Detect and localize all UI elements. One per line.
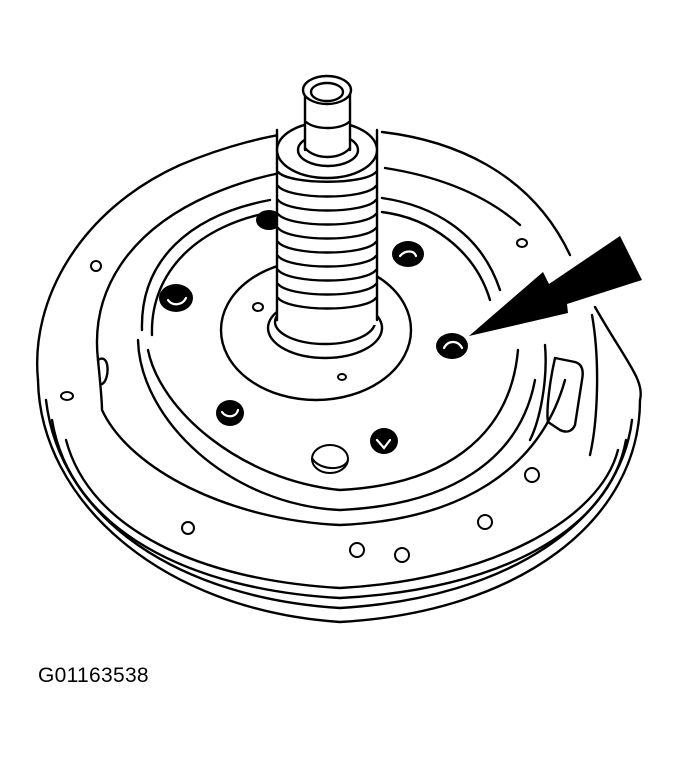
callout-arrow	[469, 236, 642, 336]
pump-assembly-illustration	[36, 74, 642, 624]
figure-caption-id: G01163538	[38, 664, 149, 687]
pump-body	[36, 130, 642, 624]
stator-shaft	[266, 74, 384, 360]
small-holes	[60, 238, 540, 563]
target-bolt	[436, 333, 468, 359]
bolts	[159, 210, 468, 454]
